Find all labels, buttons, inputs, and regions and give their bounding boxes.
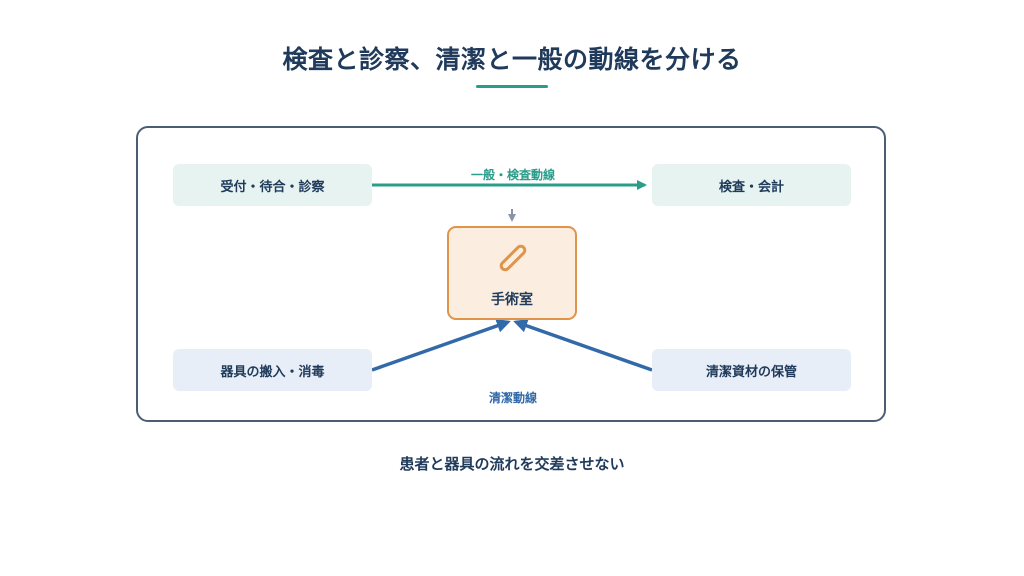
clean-flow-label: 清潔動線 [488,391,537,405]
caption: 患者と器具の流れを交差させない [399,455,625,473]
clean-storage-box: 清潔資材の保管 [652,349,851,391]
title-underline [476,85,548,88]
clean-flow-arrow-left [371,319,511,372]
operating-room-box: 手術室 [447,226,577,320]
diagram-frame [136,126,886,422]
scalpel-icon [499,244,527,272]
clean-flow-arrow-right [513,319,653,372]
general-flow-label: 一般・検査動線 [470,168,555,182]
page-title: 検査と診察、清潔と一般の動線を分ける [282,45,742,74]
operating-room-label: 手術室 [491,292,533,308]
instrument-intake-box: 器具の搬入・消毒 [173,349,372,391]
exam-billing-box: 検査・会計 [652,164,851,206]
reception-box: 受付・待合・診察 [173,164,372,206]
